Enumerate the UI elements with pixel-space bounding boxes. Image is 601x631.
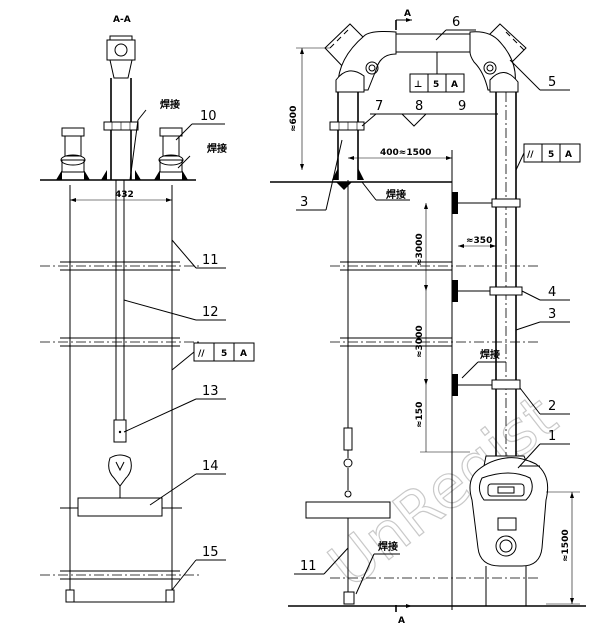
callout-7: 7	[375, 99, 383, 114]
callout-15: 15	[202, 545, 219, 560]
callout-2: 2	[548, 399, 556, 414]
svg-text:5: 5	[433, 80, 439, 90]
weld-label-3: 焊接	[386, 188, 406, 201]
callout-6: 6	[452, 15, 460, 30]
cart-bar-right	[305, 501, 391, 519]
callout-12: 12	[202, 305, 219, 320]
top-cross-pipe	[395, 33, 471, 53]
callout-10: 10	[200, 109, 217, 124]
weld-label-2: 焊接	[207, 142, 227, 155]
svg-text:A: A	[451, 80, 458, 90]
callout-13: 13	[202, 384, 219, 399]
dim-400-1500: 400≈1500	[380, 148, 431, 158]
drive-unit	[469, 457, 549, 567]
callout-9: 9	[458, 99, 466, 114]
svg-text:⊥: ⊥	[414, 80, 422, 90]
callout-1: 1	[548, 429, 556, 444]
svg-text:A: A	[240, 349, 247, 359]
dim-350: ≈350	[466, 236, 492, 246]
section-marker-bottom: A	[398, 616, 405, 626]
post-right-cap	[159, 127, 183, 137]
weld-label-5: 焊接	[378, 540, 398, 553]
section-label: A-A	[113, 15, 131, 25]
svg-text:5: 5	[221, 349, 227, 359]
callout-3-left: 3	[300, 195, 308, 210]
callout-14: 14	[202, 459, 219, 474]
svg-text://: //	[198, 349, 205, 359]
callout-3-right: 3	[548, 307, 556, 322]
svg-text:5: 5	[548, 150, 554, 160]
callout-11-left: 11	[202, 253, 219, 268]
top-head	[106, 39, 136, 61]
hook	[108, 454, 132, 487]
dim-600: ≈600	[289, 106, 299, 132]
section-marker-top: A	[404, 9, 411, 19]
dim-3000-b: ≈3000	[415, 325, 425, 358]
right-front-view: A A 6 5 ⊥ 5 A	[270, 9, 586, 626]
callout-8: 8	[415, 99, 423, 114]
callout-11-right: 11	[300, 559, 317, 574]
dim-3000-a: ≈3000	[415, 233, 425, 266]
post-left-cap	[61, 127, 85, 137]
callout-4: 4	[548, 285, 556, 300]
cart-bar	[77, 497, 163, 517]
callout-5: 5	[548, 75, 556, 90]
clamp-right-upper	[329, 121, 365, 131]
top-neck	[109, 59, 133, 79]
left-section-view: A-A 焊接 焊接 10	[40, 15, 255, 603]
dim-1500: ≈1500	[561, 529, 571, 562]
dim-150: ≈150	[415, 402, 425, 428]
top-head-hole	[114, 43, 128, 57]
svg-text:A: A	[565, 150, 572, 160]
weld-label-1: 焊接	[160, 98, 180, 111]
weld-label-4: 焊接	[480, 348, 500, 361]
svg-text://: //	[527, 150, 534, 160]
